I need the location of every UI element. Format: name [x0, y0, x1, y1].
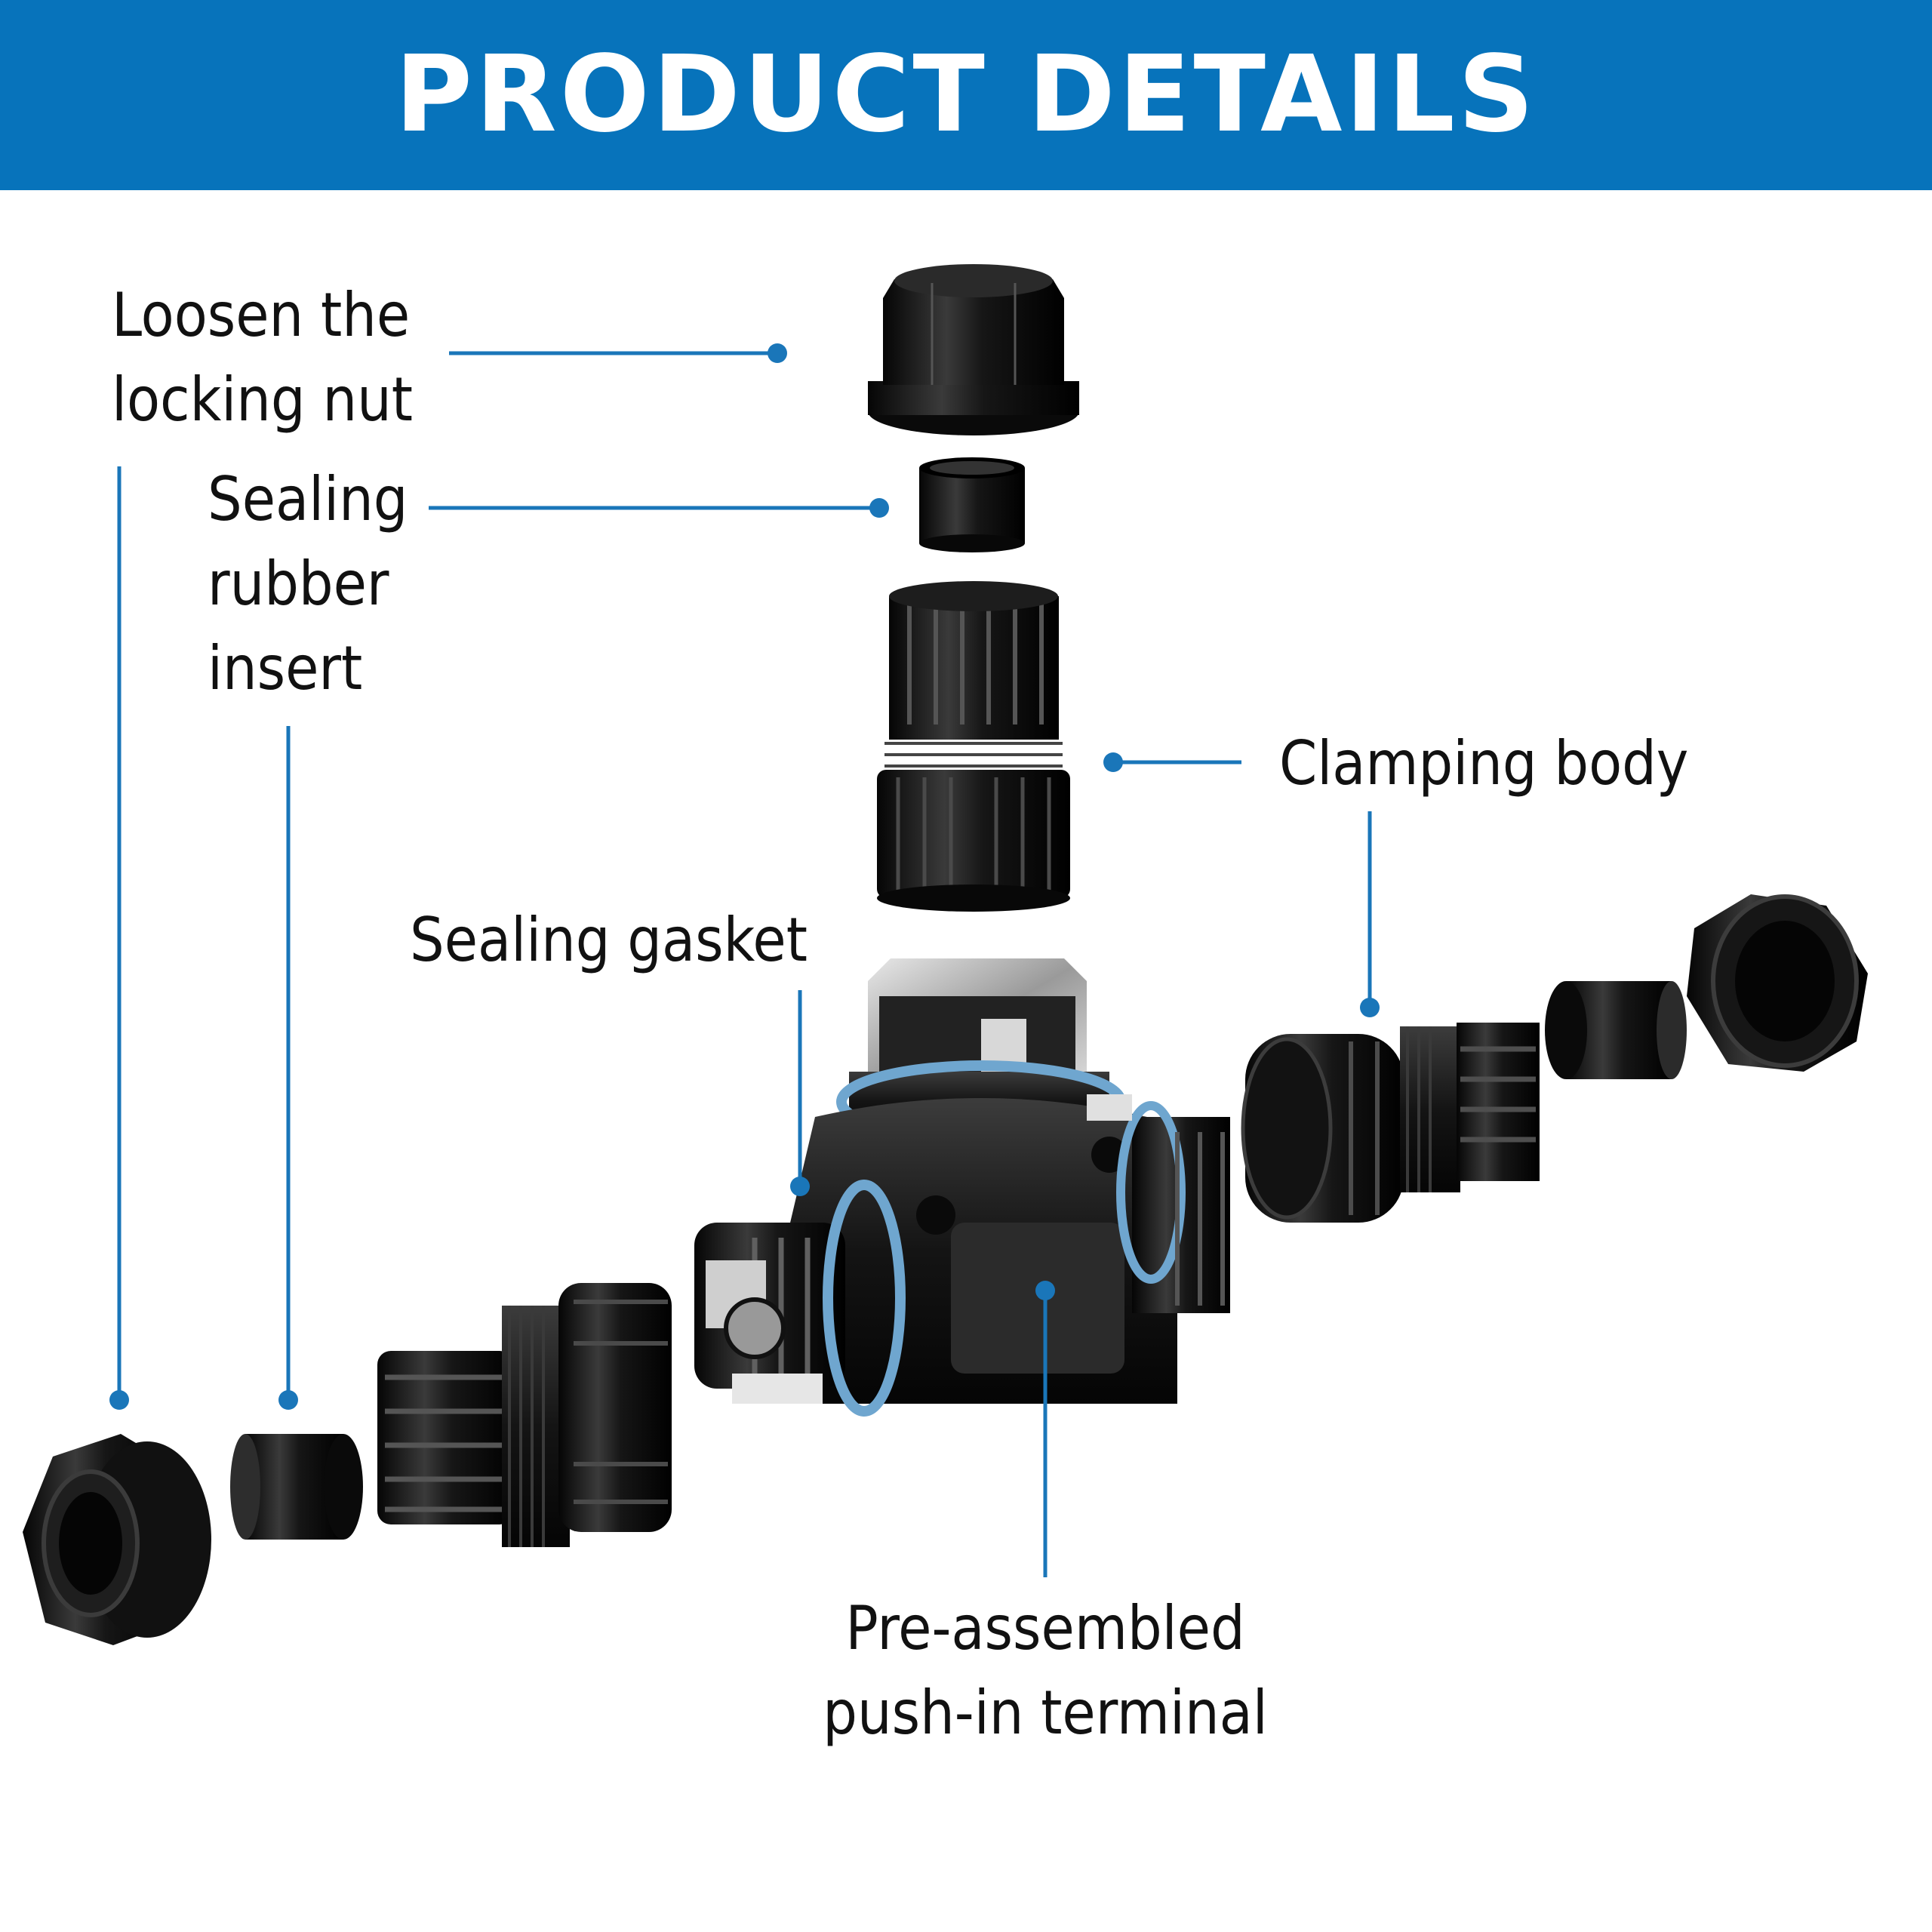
- header-banner: PRODUCT DETAILS: [0, 0, 1932, 190]
- leader-left-sealing-rubber: [278, 726, 298, 1410]
- leader-left-locking-nut: [109, 466, 129, 1410]
- label-locking-nut: Loosen the locking nut: [112, 273, 413, 442]
- label-line: insert: [208, 633, 363, 703]
- top-clamping-body: [877, 581, 1070, 912]
- right-locking-nut: [1687, 894, 1868, 1072]
- label-line: Clamping body: [1279, 728, 1689, 798]
- top-locking-nut: [868, 264, 1079, 435]
- label-push-in-terminal: Pre-assembled push-in terminal: [819, 1586, 1272, 1755]
- label-sealing-rubber-insert: Sealing rubber insert: [208, 457, 408, 711]
- label-line: rubber: [208, 549, 389, 619]
- leader-clamping-body: [1103, 752, 1241, 772]
- page-title: PRODUCT DETAILS: [395, 33, 1537, 156]
- top-sealing-rubber-insert: [919, 457, 1025, 552]
- label-line: push-in terminal: [823, 1678, 1268, 1748]
- leader-terminal: [1035, 1281, 1055, 1577]
- leader-sealing-gasket: [790, 990, 810, 1196]
- left-clamping-body: [377, 1283, 672, 1547]
- left-locking-nut: [23, 1434, 211, 1645]
- label-line: locking nut: [112, 365, 413, 435]
- label-line: Sealing gasket: [410, 905, 808, 975]
- right-clamping-body: [1241, 1023, 1540, 1223]
- label-sealing-gasket: Sealing gasket: [410, 898, 808, 983]
- label-line: Pre-assembled: [845, 1593, 1245, 1663]
- t-connector-body: [694, 958, 1230, 1417]
- left-sealing-rubber-insert: [230, 1434, 363, 1540]
- label-line: Loosen the: [112, 280, 411, 350]
- right-sealing-rubber-insert: [1545, 981, 1687, 1079]
- leader-right-clamping-body: [1360, 811, 1380, 1017]
- label-clamping-body: Clamping body: [1279, 721, 1688, 806]
- leader-sealing-rubber: [429, 498, 889, 518]
- leader-locking-nut: [449, 343, 787, 363]
- label-line: Sealing: [208, 464, 408, 534]
